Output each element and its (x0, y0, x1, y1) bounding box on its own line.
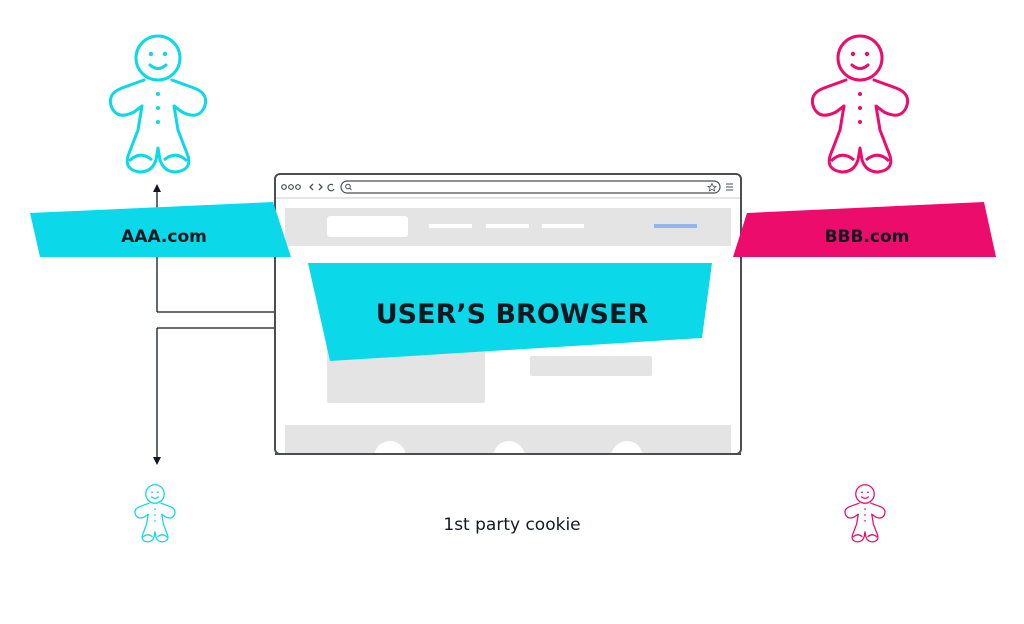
nav-link-active (654, 224, 697, 228)
content-block-right (530, 356, 652, 376)
footer-circle-2 (493, 441, 525, 473)
nav-link-2 (486, 224, 529, 228)
search-icon-handle (349, 187, 352, 191)
cookie-big-right-icon (810, 34, 910, 174)
left-domain-banner (30, 202, 291, 257)
arrow-up-head (153, 184, 161, 192)
left-domain-label: AAA.com (121, 227, 207, 247)
search-icon (345, 183, 351, 190)
nav-link-1 (429, 224, 472, 228)
star-icon[interactable] (707, 182, 717, 192)
caption-label: 1st party cookie (443, 515, 580, 535)
cookie-big-left-icon (108, 34, 208, 174)
right-domain-label: BBB.com (825, 227, 910, 247)
hamburger-menu-icon[interactable] (726, 183, 733, 191)
content-block-left (327, 348, 485, 403)
window-dot-2 (288, 184, 294, 190)
window-dot-1 (281, 184, 287, 190)
right-domain-banner (733, 202, 996, 257)
nav-link-3 (542, 224, 584, 228)
back-arrow-icon[interactable] (309, 183, 314, 191)
footer-circle-3 (611, 441, 643, 473)
page-logo-placeholder (327, 216, 408, 237)
window-dot-3 (295, 184, 301, 190)
footer-circle-1 (374, 441, 406, 473)
address-bar[interactable] (340, 180, 721, 194)
arrow-down-head (153, 457, 161, 465)
center-banner-label: USER’S BROWSER (376, 299, 649, 330)
center-banner (308, 263, 712, 361)
cookie-small-right-icon (844, 484, 886, 543)
cookie-small-left-icon (134, 484, 176, 543)
reload-icon[interactable] (327, 183, 335, 192)
forward-arrow-icon[interactable] (318, 183, 323, 191)
